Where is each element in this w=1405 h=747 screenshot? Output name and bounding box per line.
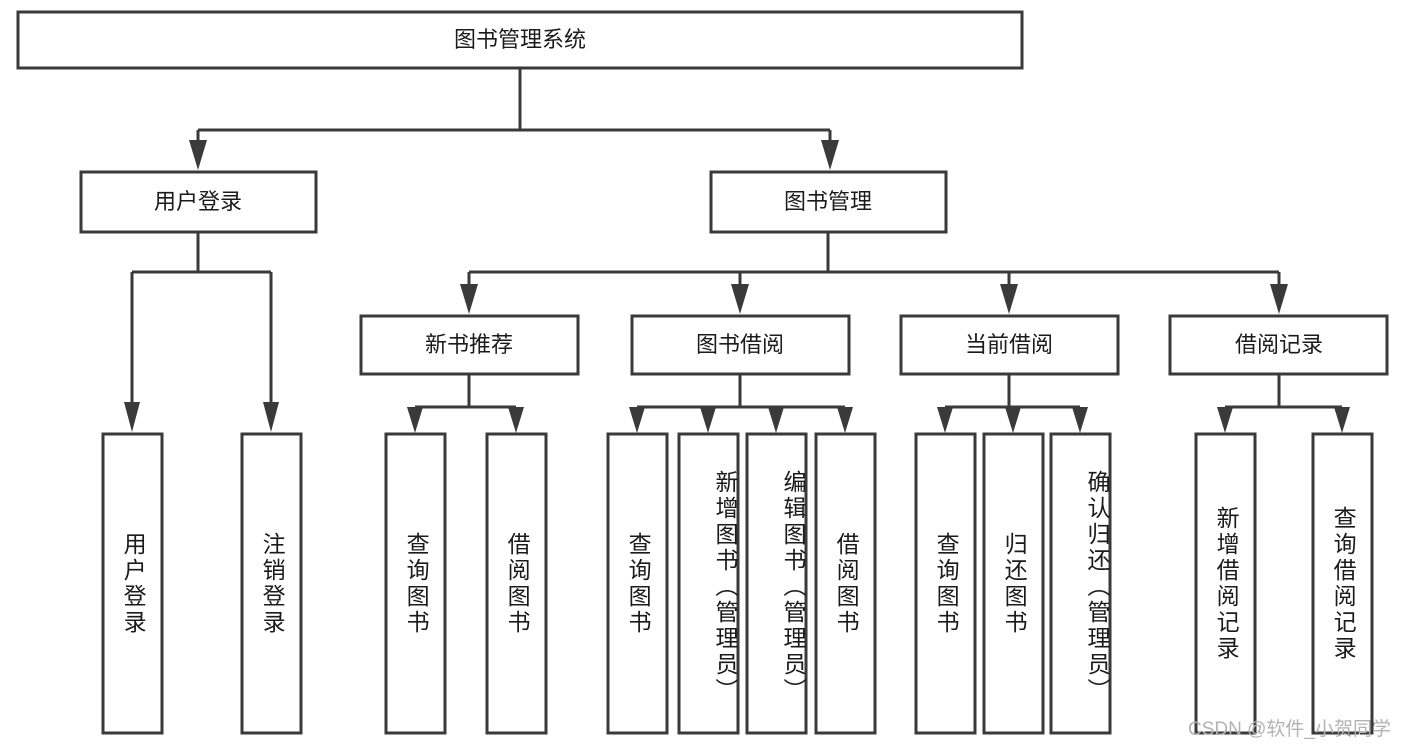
arrowhead-leaf-query-book-2 xyxy=(629,407,645,433)
arrowhead-borrow-record xyxy=(1270,284,1288,314)
arrowhead-leaf-borrow-book-1 xyxy=(508,407,524,433)
node-box-book-borrow[interactable] xyxy=(630,314,851,376)
node-box-book-manage[interactable] xyxy=(709,170,948,234)
node-box-new-book-rec[interactable] xyxy=(359,314,580,376)
node-box-leaf-add-record[interactable] xyxy=(1194,432,1257,735)
arrowhead-leaf-query-record xyxy=(1334,407,1350,433)
node-box-borrow-record[interactable] xyxy=(1168,314,1389,376)
arrowhead-leaf-edit-book xyxy=(768,407,784,433)
node-box-user-login[interactable] xyxy=(79,170,318,234)
node-box-leaf-add-book[interactable] xyxy=(677,432,740,735)
node-box-leaf-query-book-3[interactable] xyxy=(914,432,977,735)
arrowhead-new-book-rec xyxy=(460,284,478,314)
node-label-current-borrow: 当前借阅 xyxy=(965,332,1053,357)
arrowhead-current-borrow xyxy=(1000,284,1018,314)
edges-layer xyxy=(124,68,1350,433)
arrowhead-leaf-query-book-3 xyxy=(937,407,953,433)
nodes-layer: 图书管理系统 用户登录 图书管理 新书推荐 图书借阅 当前借阅 借阅记录 xyxy=(16,10,1389,735)
node-box-leaf-query-book-1[interactable] xyxy=(384,432,447,735)
node-label-user-login: 用户登录 xyxy=(154,189,242,214)
arrowhead-leaf-confirm-return xyxy=(1072,407,1088,433)
node-box-leaf-logout[interactable] xyxy=(240,432,303,735)
node-box-leaf-borrow-book-1[interactable] xyxy=(485,432,548,735)
node-label-root: 图书管理系统 xyxy=(454,27,586,52)
node-box-leaf-edit-book[interactable] xyxy=(745,432,808,735)
csdn-watermark: CSDN @软件_小贺同学 xyxy=(1188,719,1391,740)
node-box-leaf-query-record[interactable] xyxy=(1311,432,1374,735)
node-label-book-manage: 图书管理 xyxy=(784,189,872,214)
node-box-leaf-confirm-return[interactable] xyxy=(1049,432,1112,735)
arrowhead-leaf-borrow-book-2 xyxy=(837,407,853,433)
node-box-leaf-return-book[interactable] xyxy=(982,432,1045,735)
node-box-leaf-user-login[interactable] xyxy=(101,432,164,735)
arrowhead-book-manage xyxy=(821,140,839,170)
arrowhead-leaf-add-record xyxy=(1217,407,1233,433)
node-box-leaf-borrow-book-2[interactable] xyxy=(814,432,877,735)
arrowhead-leaf-return-book xyxy=(1005,407,1021,433)
arrowhead-leaf-logout xyxy=(263,402,279,432)
arrowhead-user-login xyxy=(189,140,207,170)
arrowhead-leaf-add-book xyxy=(700,407,716,433)
arrowhead-book-borrow xyxy=(731,284,749,314)
node-box-root[interactable] xyxy=(16,10,1024,70)
node-box-leaf-query-book-2[interactable] xyxy=(606,432,669,735)
node-label-borrow-record: 借阅记录 xyxy=(1235,332,1323,357)
arrowhead-leaf-user-login xyxy=(124,402,140,432)
node-label-new-book-rec: 新书推荐 xyxy=(425,332,513,357)
node-box-current-borrow[interactable] xyxy=(899,314,1120,376)
node-label-book-borrow: 图书借阅 xyxy=(696,332,784,357)
arrowhead-leaf-query-book-1 xyxy=(407,407,423,433)
